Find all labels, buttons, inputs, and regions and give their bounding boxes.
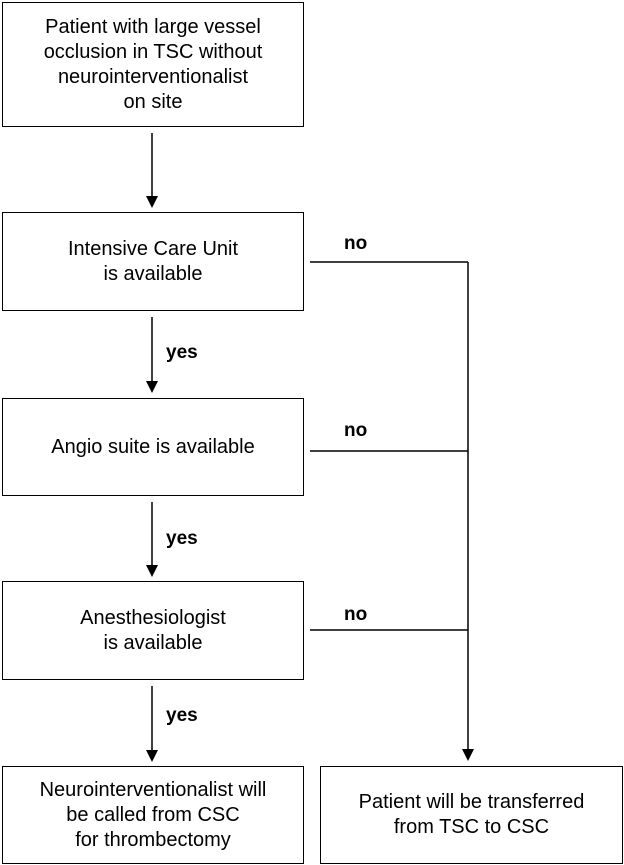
neuro-outcome-text: Neurointerventionalist will be called fr… [39,778,267,851]
icu-decision-node: Intensive Care Unit is available [2,212,304,311]
angio-decision-text: Angio suite is available [51,435,255,458]
no-label-anesth: no [344,604,368,625]
transfer-outcome-text: Patient will be transferred from TSC to … [358,791,585,838]
anesth-decision-node: Anesthesiologist is available [2,581,304,680]
yes-label-icu: yes [166,342,198,363]
yes-label-anesth: yes [166,705,198,726]
neuro-outcome-node: Neurointerventionalist will be called fr… [2,766,304,864]
angio-decision-node: Angio suite is available [2,398,304,496]
no-label-icu: no [344,233,368,254]
transfer-outcome-node: Patient will be transferred from TSC to … [320,766,623,864]
anesth-decision-text: Anesthesiologist is available [80,606,226,654]
icu-decision-text: Intensive Care Unit is available [67,237,239,285]
start-node-text: Patient with large vessel occlusion in T… [43,15,263,113]
start-node: Patient with large vessel occlusion in T… [2,2,304,127]
yes-label-angio: yes [166,528,198,549]
no-label-angio: no [344,420,368,441]
